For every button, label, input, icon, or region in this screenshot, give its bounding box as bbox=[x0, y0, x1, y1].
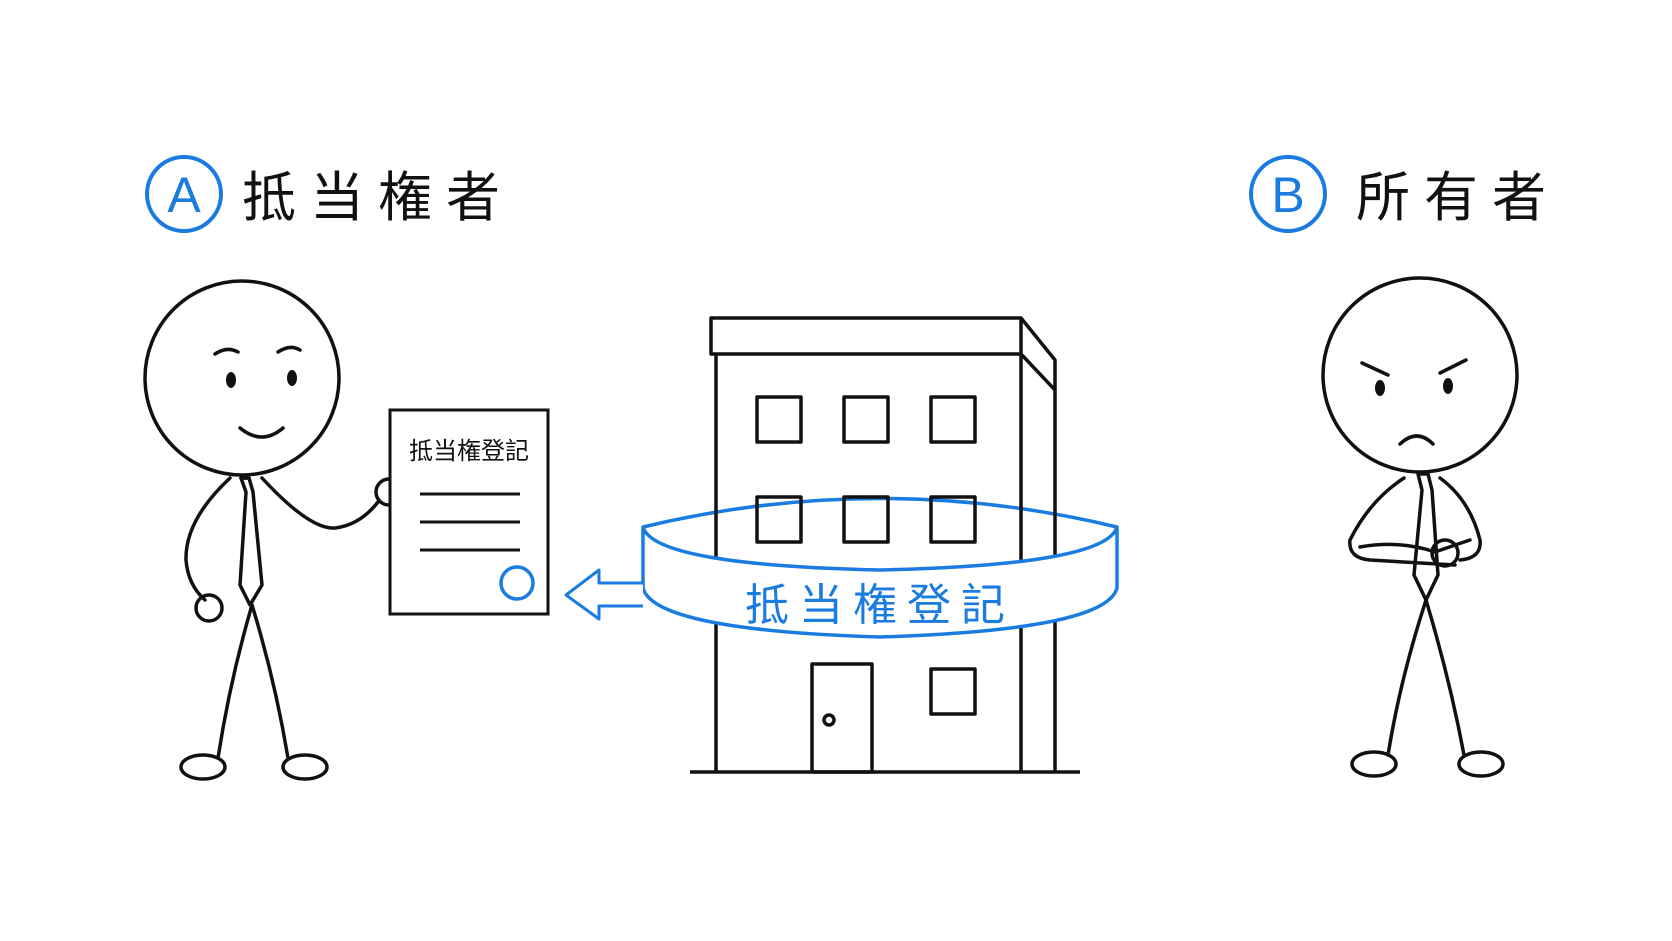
building-window bbox=[929, 667, 977, 716]
building-window bbox=[755, 395, 803, 444]
building-door bbox=[810, 662, 874, 774]
building-window bbox=[842, 495, 890, 544]
person-a-head bbox=[143, 279, 341, 477]
building-window bbox=[842, 395, 890, 444]
person-b-left-foot bbox=[1350, 750, 1398, 778]
person-a-right-eyebrow bbox=[276, 345, 302, 354]
document-sheet bbox=[388, 408, 550, 616]
person-b-arm-outer-left bbox=[1348, 476, 1457, 567]
person-b-right-foot bbox=[1457, 750, 1505, 778]
party-b-header: B 所有者 bbox=[1249, 155, 1560, 233]
person-b-arm-inner bbox=[1358, 538, 1472, 554]
person-b-left-eyebrow bbox=[1360, 361, 1390, 377]
person-a-right-leg bbox=[250, 603, 290, 760]
person-b-left-eye bbox=[1375, 380, 1385, 396]
party-a-title: 抵当権者 bbox=[242, 166, 514, 229]
person-a-left-leg bbox=[216, 603, 254, 760]
building-window bbox=[755, 495, 803, 544]
left-arrow-icon bbox=[564, 568, 643, 621]
person-b-right-eye bbox=[1443, 378, 1453, 394]
party-b-badge-letter: B bbox=[1271, 167, 1304, 223]
building-window bbox=[929, 395, 977, 444]
person-a-left-hand bbox=[194, 593, 224, 623]
registration-band: 抵当権登記 bbox=[641, 525, 1119, 639]
person-a-left-eyebrow bbox=[213, 347, 240, 356]
person-a-left-foot bbox=[179, 753, 227, 781]
party-a-badge-letter: A bbox=[167, 167, 201, 223]
band-front bbox=[641, 525, 1119, 639]
band-label: 抵当権登記 bbox=[745, 580, 1015, 631]
document-heading: 抵当権登記 bbox=[409, 437, 529, 465]
person-b-right-eyebrow bbox=[1438, 358, 1468, 375]
person-b-frown bbox=[1398, 434, 1435, 446]
person-a-left-eye bbox=[226, 372, 236, 388]
building-roof-side bbox=[1019, 316, 1057, 390]
building-door-knob bbox=[822, 713, 836, 727]
party-b-badge-circle bbox=[1249, 155, 1327, 233]
person-b-figure bbox=[1321, 276, 1519, 778]
person-a-smile bbox=[238, 426, 285, 439]
person-a-left-arm bbox=[184, 476, 232, 602]
person-b-tie bbox=[1412, 472, 1440, 602]
party-a-badge-circle bbox=[145, 155, 223, 233]
person-b-left-leg bbox=[1386, 598, 1428, 757]
building-side bbox=[1019, 352, 1057, 772]
person-b-right-leg bbox=[1424, 598, 1466, 757]
person-a-right-foot bbox=[281, 753, 329, 781]
building-window bbox=[929, 495, 977, 544]
band-back-arc bbox=[642, 496, 1118, 529]
document-seal bbox=[499, 565, 535, 601]
building-roof bbox=[709, 316, 1023, 356]
registration-document: 抵当権登記 bbox=[388, 408, 550, 616]
person-a-right-eye bbox=[287, 370, 297, 386]
person-a-figure bbox=[143, 279, 404, 781]
person-a-tie bbox=[238, 476, 264, 607]
building bbox=[690, 316, 1080, 774]
person-b-hand bbox=[1430, 538, 1460, 568]
person-a-right-arm bbox=[260, 476, 380, 530]
party-b-title: 所有者 bbox=[1356, 166, 1560, 229]
party-a-header: A 抵当権者 bbox=[145, 155, 514, 233]
person-b-arm-outer-right bbox=[1438, 476, 1482, 562]
person-b-head bbox=[1321, 276, 1519, 474]
